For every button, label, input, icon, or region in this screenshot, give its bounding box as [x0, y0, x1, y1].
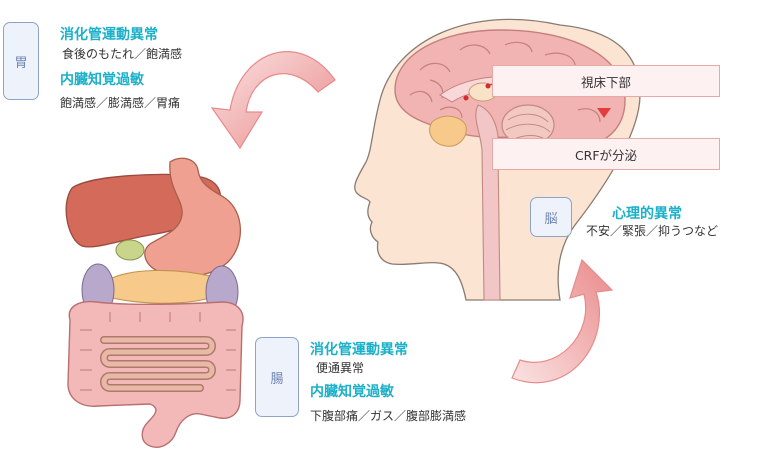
- hypothalamus-box: 視床下部: [492, 65, 720, 97]
- arrow-brain-to-stomach: [210, 51, 336, 150]
- pituitary-dot: [463, 95, 469, 101]
- stomach-tag-label: 胃: [14, 55, 28, 71]
- crf-box: CRFが分泌: [492, 138, 720, 170]
- intestine-hypersensitivity-symptoms: 下腹部痛／ガス／腹部膨満感: [310, 409, 467, 423]
- sinus: [429, 115, 467, 147]
- down-arrow-triangle: [597, 108, 611, 118]
- stomach-motility-symptoms: 食後のもたれ／飽満感: [62, 47, 183, 61]
- stomach-hypersensitivity-symptoms: 飽満感／膨満感／胃痛: [60, 96, 181, 110]
- hypothalamus-label: 視床下部: [580, 74, 631, 90]
- pancreas: [101, 269, 220, 304]
- brain-psych-title: 心理的異常: [612, 206, 682, 222]
- intestine-hypersensitivity-title: 内臓知覚過敏: [310, 384, 394, 400]
- stomach-motility-title: 消化管運動異常: [60, 27, 158, 43]
- arrow-intestine-to-brain: [511, 258, 614, 384]
- brain-psych-symptoms: 不安／緊張／抑うつなど: [586, 224, 719, 238]
- intestine-tag-label: 腸: [270, 371, 284, 387]
- intestine-motility-symptoms: 便通異常: [316, 361, 365, 375]
- brain-tag: 脳: [530, 197, 572, 237]
- intestine-tag: 腸: [255, 337, 299, 417]
- intestine-motility-title: 消化管運動異常: [310, 342, 408, 358]
- stomach-hypersensitivity-title: 内臓知覚過敏: [60, 72, 144, 88]
- gallbladder: [115, 239, 145, 261]
- digestive-illustration: [65, 157, 244, 448]
- intestine-folds: [80, 312, 236, 391]
- brain-tag-label: 脳: [544, 211, 558, 227]
- stomach-tag: 胃: [3, 22, 39, 100]
- crf-label: CRFが分泌: [574, 147, 638, 163]
